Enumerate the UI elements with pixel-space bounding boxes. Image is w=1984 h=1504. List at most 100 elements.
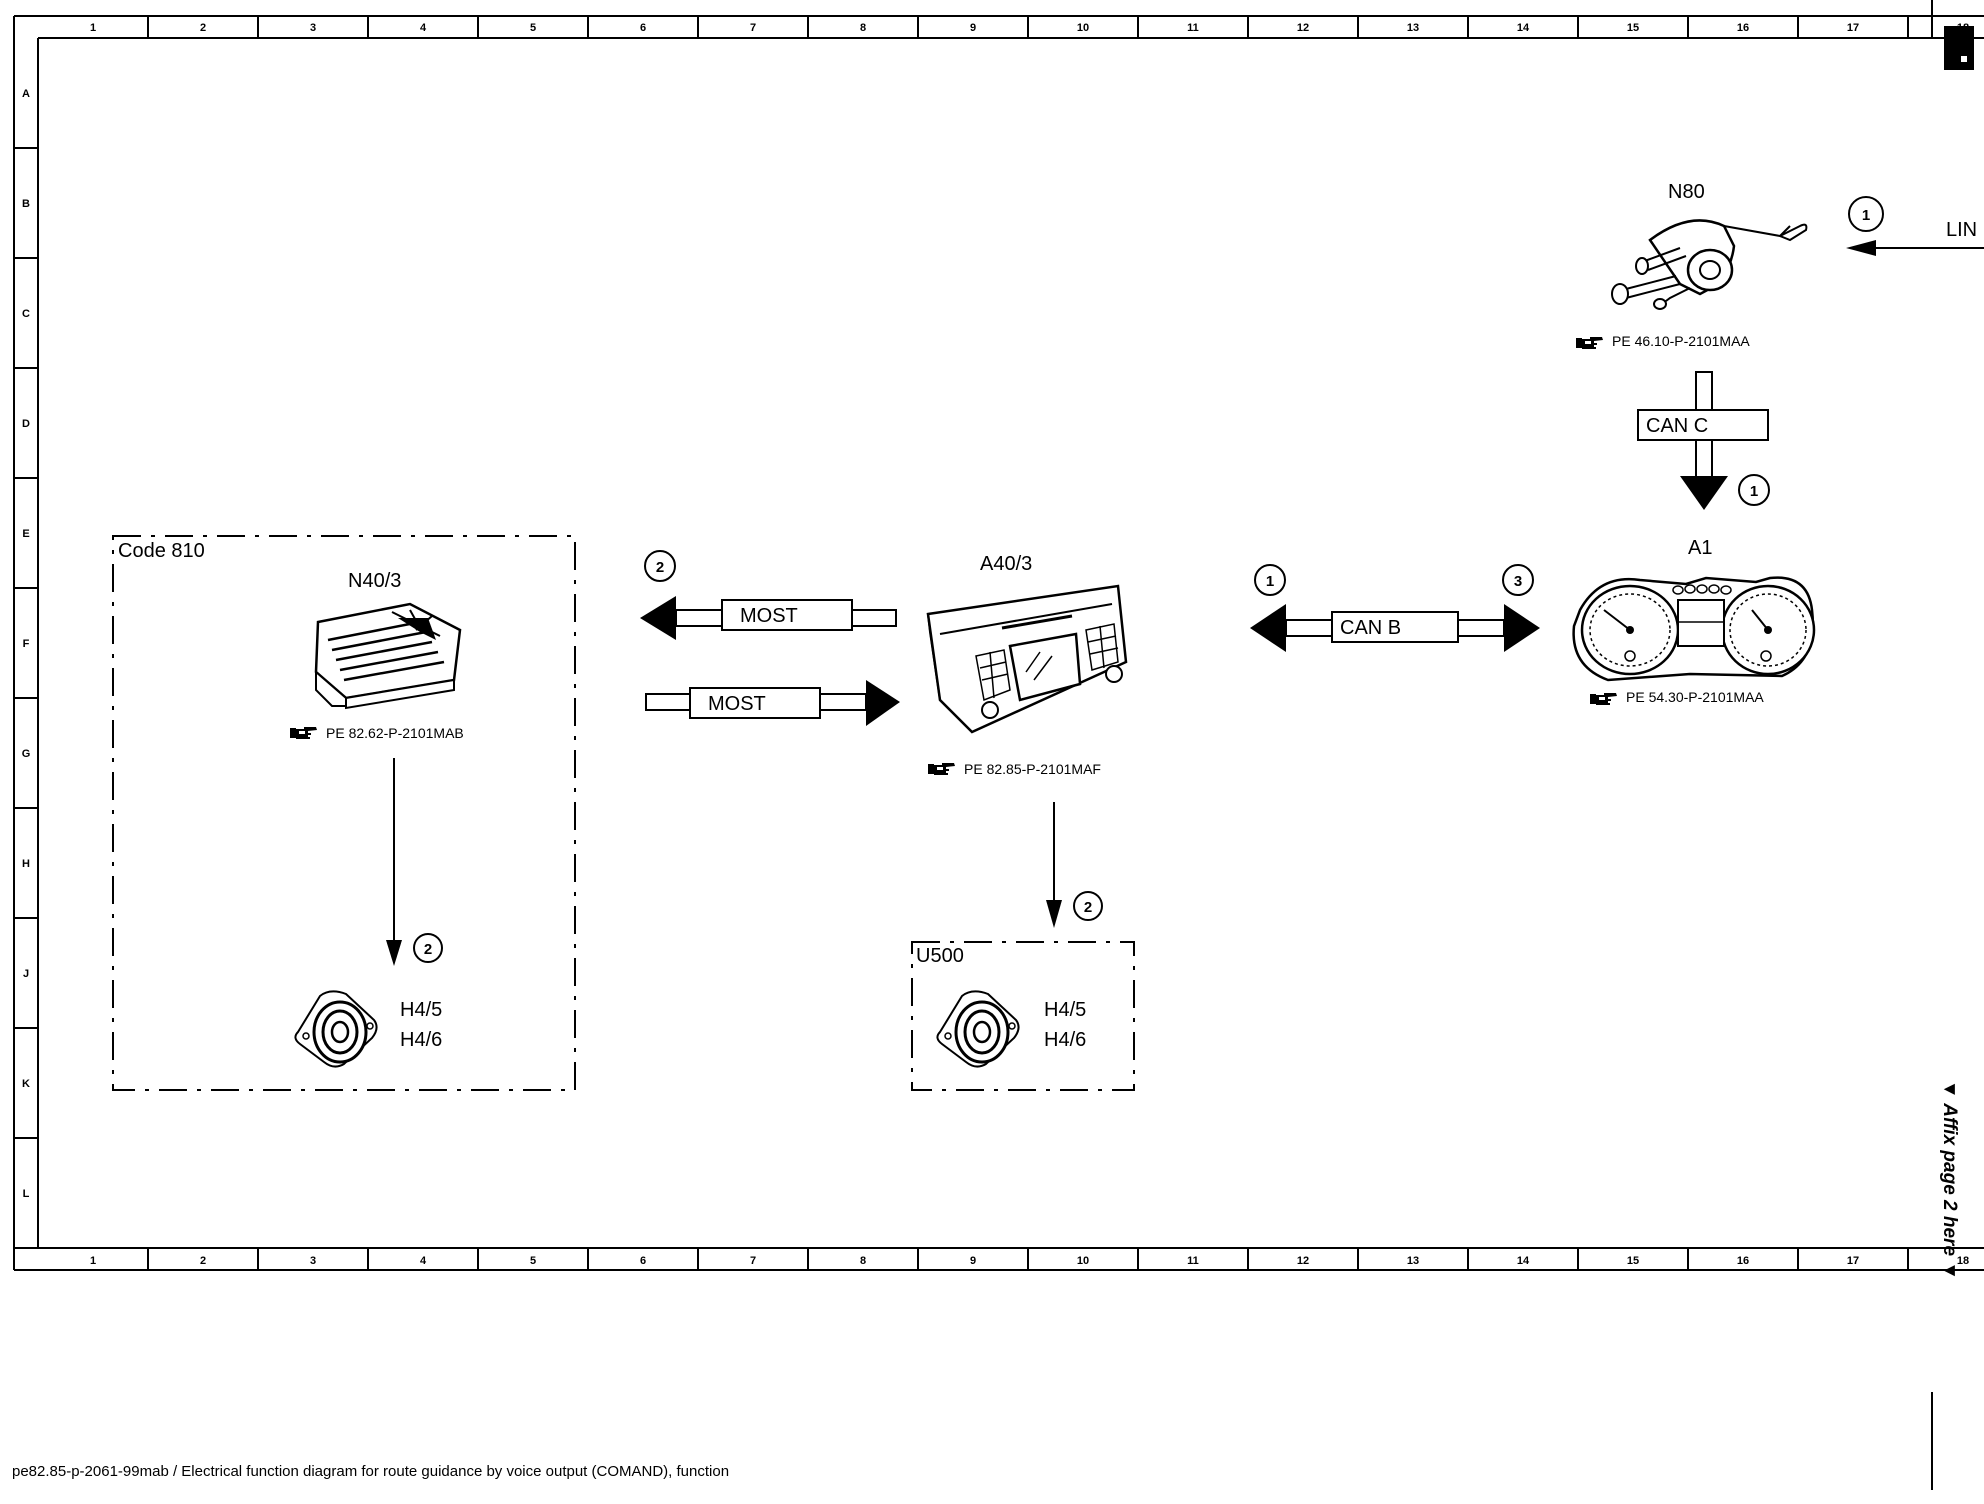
grid-column-label: 2 [200, 22, 206, 34]
grid-row-label: B [22, 198, 30, 210]
steering-column-switch-icon [1611, 219, 1808, 310]
svg-text:2: 2 [424, 941, 432, 958]
grid-column-label: 11 [1187, 1255, 1199, 1267]
n80-label: N80 [1668, 181, 1705, 203]
grid-row-label: F [23, 638, 30, 650]
instrument-cluster-icon [1572, 576, 1816, 682]
grid-column-label: 4 [420, 22, 427, 34]
grid-column-label: 5 [530, 22, 536, 34]
grid-column-label: 13 [1407, 22, 1419, 34]
svg-text:1: 1 [1266, 573, 1274, 590]
grid-column-label: 17 [1847, 22, 1859, 34]
n40-3-to-speaker-arrowhead [386, 940, 402, 966]
speaker-icon [935, 989, 1021, 1068]
can-c-label: CAN C [1646, 415, 1708, 437]
speaker-right-h4-6: H4/6 [1044, 1029, 1086, 1051]
grid-row-label: E [22, 528, 29, 540]
svg-text:1: 1 [1750, 483, 1758, 500]
can-b-label: CAN B [1340, 617, 1401, 639]
grid-row-label: A [22, 88, 30, 100]
grid-column-label: 7 [750, 22, 756, 34]
u500-group-border [911, 941, 1135, 1091]
grid-column-label: 5 [530, 1255, 536, 1267]
a1-reference: PE 54.30-P-2101MAA [1626, 689, 1764, 705]
grid-column-label: 16 [1737, 22, 1749, 34]
grid-row-label: J [23, 968, 29, 980]
step-marker-lin: 1 [1848, 196, 1884, 232]
a40-3-to-speaker-arrowhead [1046, 900, 1062, 928]
lin-label: LIN E [1946, 219, 1984, 241]
drawing-frame [13, 0, 1984, 1490]
grid-column-label: 3 [310, 22, 316, 34]
grid-row-label: G [22, 748, 31, 760]
grid-column-label: 1 [90, 1255, 96, 1267]
n40-3-reference: PE 82.62-P-2101MAB [326, 725, 464, 741]
grid-column-label: 2 [200, 1255, 206, 1267]
grid-column-label: 10 [1077, 22, 1089, 34]
speaker-left-h4-5: H4/5 [400, 999, 442, 1021]
grid-row-label: L [23, 1188, 30, 1200]
u500-label: U500 [916, 945, 964, 967]
grid-column-label: 9 [970, 22, 976, 34]
most-incoming-arrow [645, 680, 900, 726]
lin-incoming-arrow [1846, 240, 1984, 256]
grid-column-label: 11 [1187, 22, 1199, 34]
grid-column-label: 18 [1957, 22, 1969, 34]
svg-text:1: 1 [1862, 207, 1870, 224]
grid-column-label: 3 [310, 1255, 316, 1267]
grid-column-label: 14 [1517, 1255, 1530, 1267]
grid-column-label: 10 [1077, 1255, 1089, 1267]
svg-text:2: 2 [656, 559, 664, 576]
grid-row-label: D [22, 418, 30, 430]
svg-text:3: 3 [1514, 573, 1522, 590]
amplifier-icon [314, 602, 462, 710]
grid-row-label: H [22, 858, 30, 870]
grid-column-label: 8 [860, 1255, 866, 1267]
n40-3-label: N40/3 [348, 570, 401, 592]
most-outgoing-arrow [640, 596, 897, 640]
grid-column-label: 18 [1957, 1255, 1969, 1267]
code-810-label: Code 810 [118, 540, 205, 562]
a40-3-label: A40/3 [980, 553, 1032, 575]
grid-column-label: 15 [1627, 22, 1639, 34]
grid-column-label: 6 [640, 1255, 646, 1267]
grid-row-label: C [22, 308, 30, 320]
svg-text:2: 2 [1084, 899, 1092, 916]
grid-column-label: 7 [750, 1255, 756, 1267]
diagram-caption: pe82.85-p-2061-99mab / Electrical functi… [12, 1463, 729, 1480]
grid-column-label: 9 [970, 1255, 976, 1267]
grid-column-label: 4 [420, 1255, 427, 1267]
step-marker-most: 2 [644, 550, 676, 582]
grid-column-label: 14 [1517, 22, 1530, 34]
grid-column-label: 17 [1847, 1255, 1859, 1267]
step-marker-n40-speaker: 2 [413, 933, 443, 963]
speaker-icon [293, 989, 379, 1068]
can-c-down-arrow [1637, 371, 1769, 510]
grid-column-label: 8 [860, 22, 866, 34]
a1-label: A1 [1688, 537, 1712, 559]
most-bottom-label: MOST [708, 693, 766, 715]
speaker-right-h4-5: H4/5 [1044, 999, 1086, 1021]
most-top-label: MOST [740, 605, 798, 627]
grid-labels: 1122334455667788991010111112121313141415… [22, 22, 1969, 1267]
n80-reference: PE 46.10-P-2101MAA [1612, 333, 1750, 349]
code-810-group-border [112, 535, 576, 1091]
grid-row-label: K [22, 1078, 30, 1090]
grid-column-label: 12 [1297, 1255, 1309, 1267]
grid-column-label: 1 [90, 22, 96, 34]
grid-column-label: 6 [640, 22, 646, 34]
comand-head-unit-icon [926, 584, 1128, 734]
affix-page-note: ▼ Affix page 2 here ▼ [1939, 1080, 1960, 1280]
step-marker-can-b-left: 1 [1254, 564, 1286, 596]
speaker-left-h4-6: H4/6 [400, 1029, 442, 1051]
can-b-bidirectional-arrow [1250, 604, 1540, 652]
step-marker-a40-speaker: 2 [1073, 891, 1103, 921]
step-marker-can-c: 1 [1738, 474, 1770, 506]
grid-dividers [14, 16, 1909, 1270]
grid-column-label: 16 [1737, 1255, 1749, 1267]
grid-column-label: 12 [1297, 22, 1309, 34]
step-marker-can-b-right: 3 [1502, 564, 1534, 596]
grid-column-label: 13 [1407, 1255, 1419, 1267]
a40-3-reference: PE 82.85-P-2101MAF [964, 761, 1101, 777]
